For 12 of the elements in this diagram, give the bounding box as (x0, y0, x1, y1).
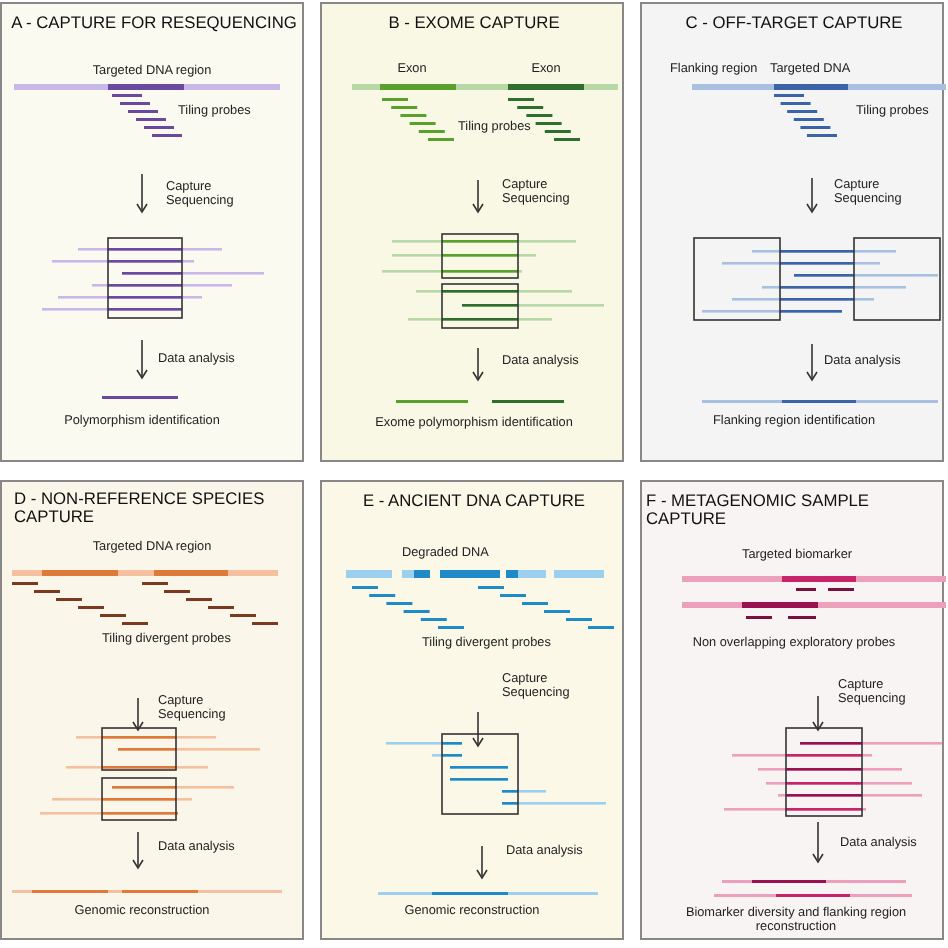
panel-heading: B - EXOME CAPTURE (386, 14, 562, 33)
panel-heading: C - OFF-TARGET CAPTURE (683, 14, 905, 33)
panel-heading: A - CAPTURE FOR RESEQUENCING (9, 14, 299, 33)
panel-heading: F - METAGENOMIC SAMPLE CAPTURE (646, 492, 872, 529)
panel (320, 480, 624, 940)
panel (640, 480, 944, 940)
panel (0, 2, 304, 462)
panel (0, 480, 304, 940)
panel (640, 2, 944, 462)
panel (320, 2, 624, 462)
panel-heading: E - ANCIENT DNA CAPTURE (360, 492, 588, 511)
panel-heading: D - NON-REFERENCE SPECIES CAPTURE (14, 490, 267, 527)
